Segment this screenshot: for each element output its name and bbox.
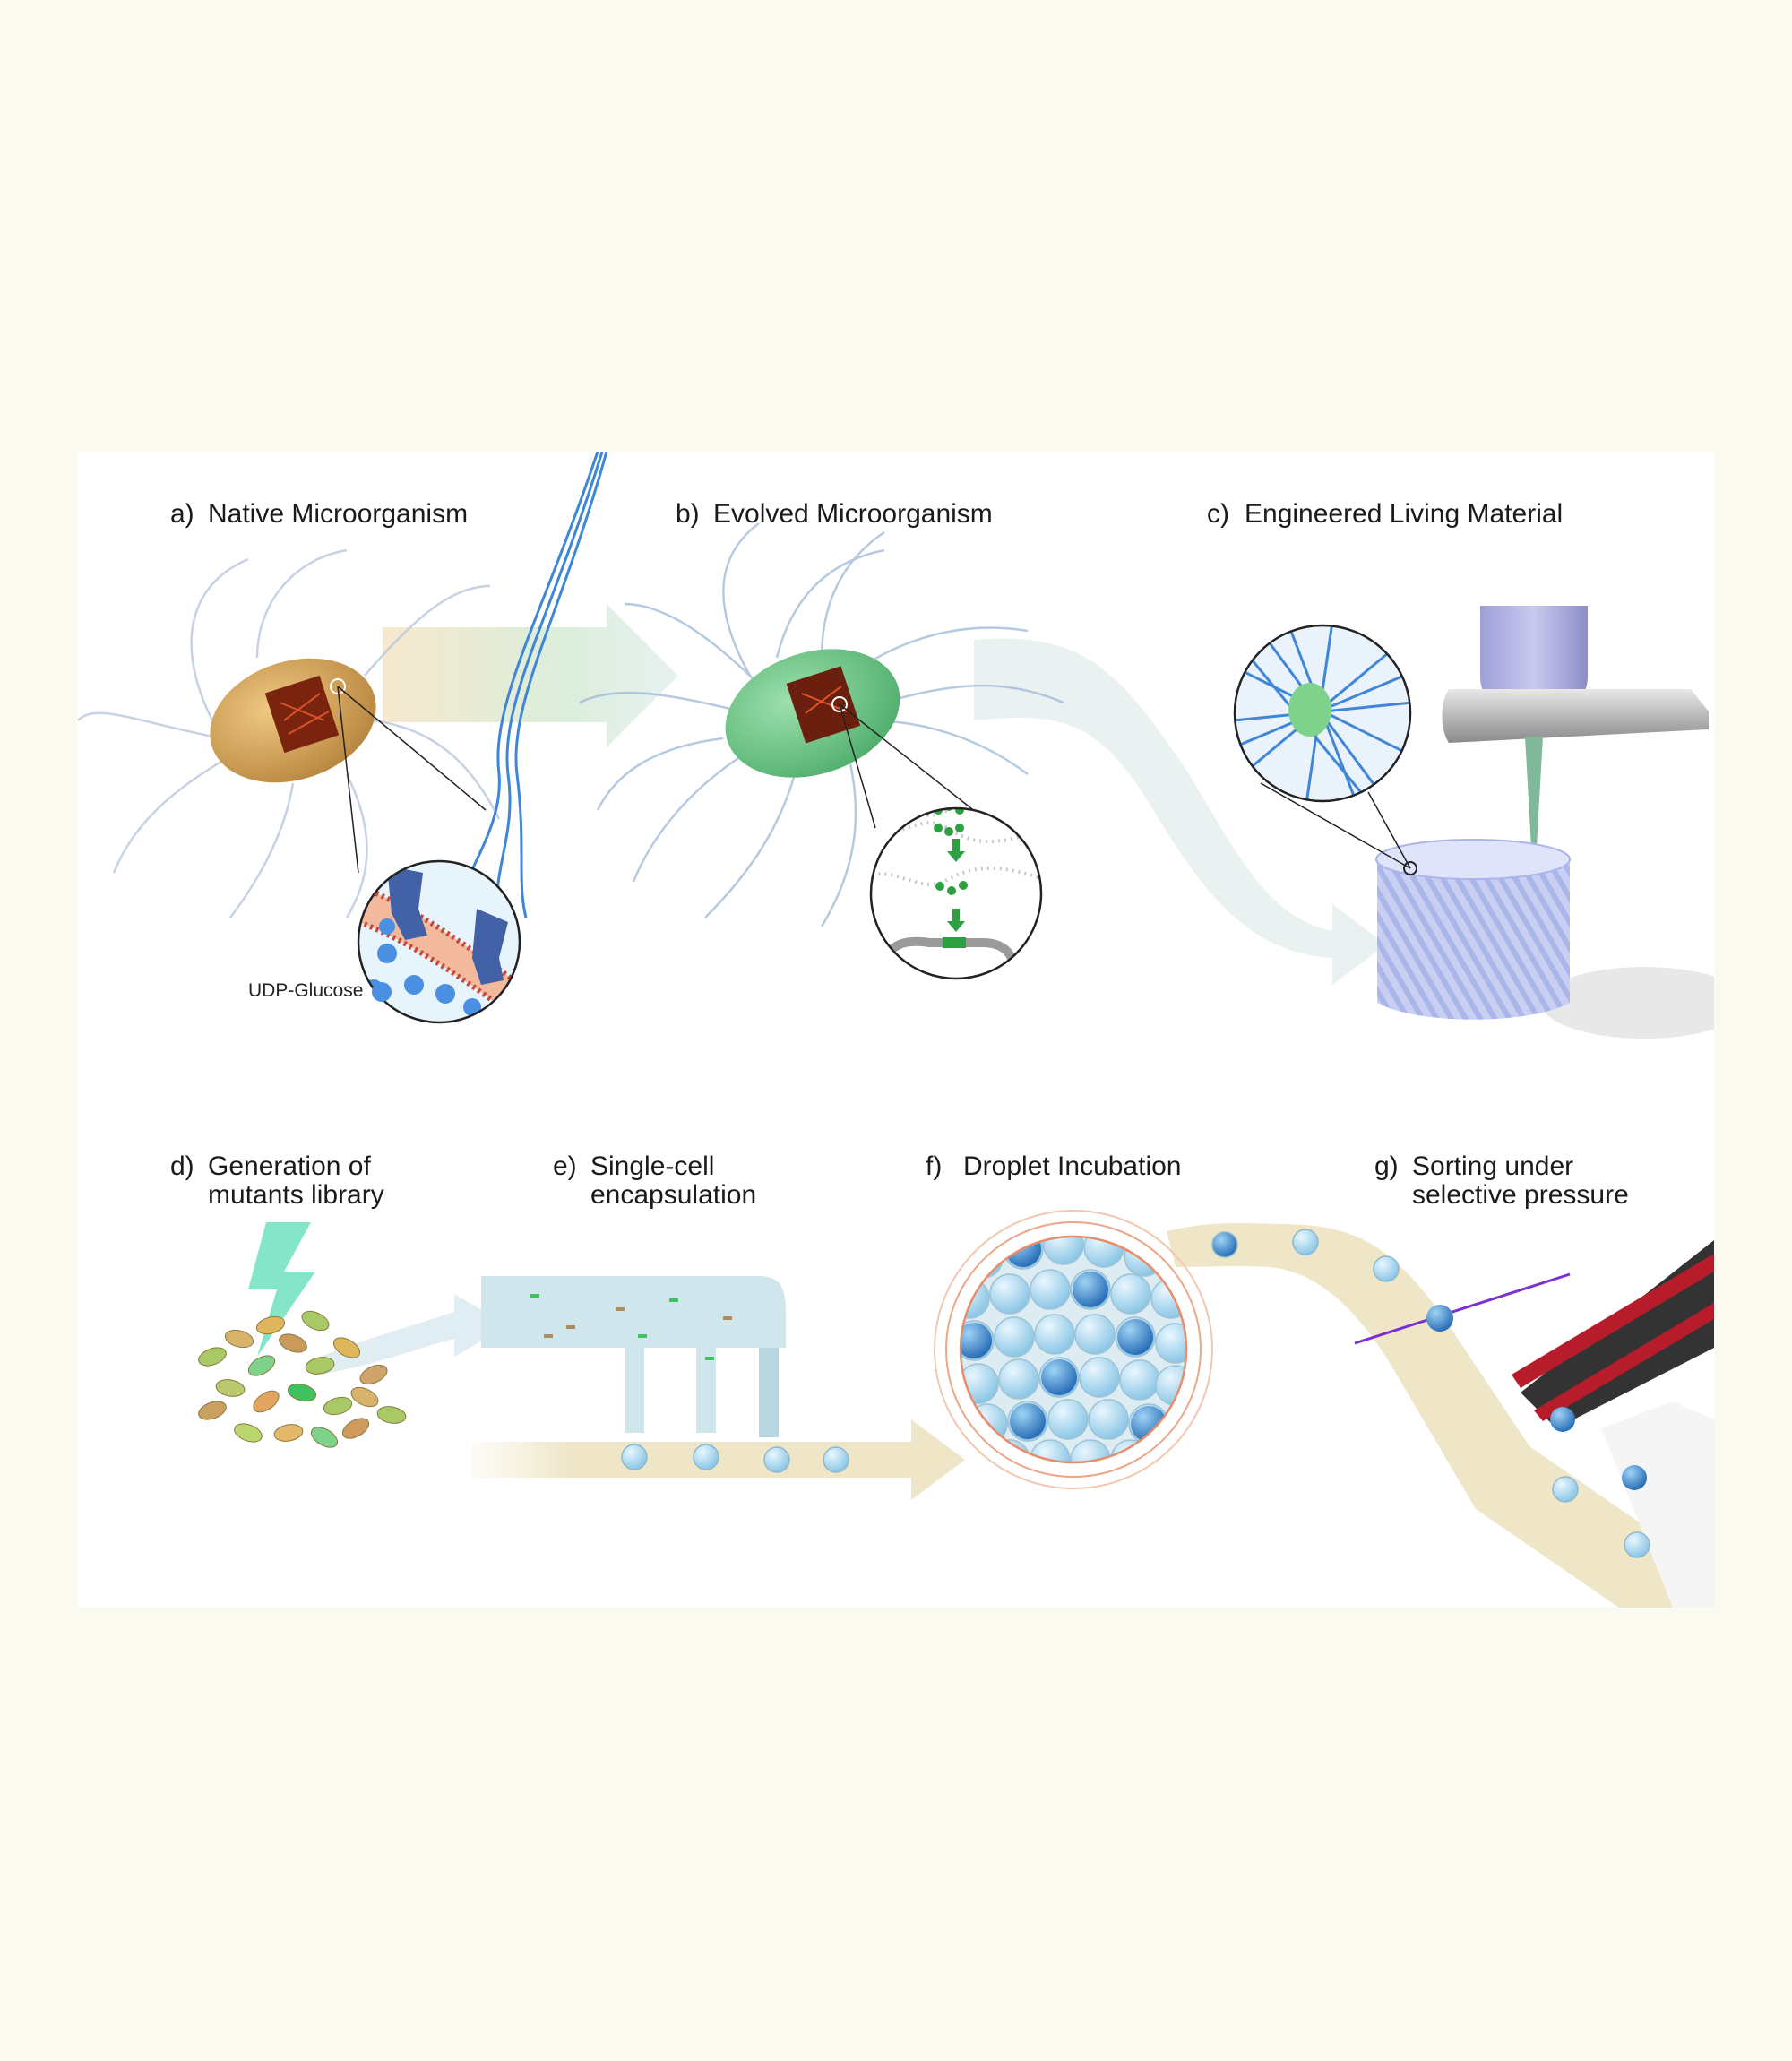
- native-flagella: [78, 548, 501, 918]
- panel-g-prefix: g): [1374, 1151, 1399, 1181]
- evolved-flagella: [579, 522, 1064, 927]
- native-cell: [210, 658, 376, 783]
- udp-glucose-label: UDP-Glucose: [248, 980, 364, 1001]
- panel-e-prefix: e): [553, 1151, 577, 1181]
- panel-d-title-line1: Generation of: [208, 1151, 371, 1181]
- panel-f-prefix: f): [926, 1151, 943, 1181]
- top-flow-arrow: [383, 604, 1386, 985]
- panel-c-label: c) Engineered Living Material: [1207, 500, 1563, 529]
- panel-a-label: a) Native Microorganism: [170, 500, 468, 529]
- encapsulation-chip: [481, 1276, 849, 1473]
- fiber-network-zoom-icon: [1233, 624, 1412, 869]
- printer-nozzle: [1442, 606, 1709, 848]
- panel-c-prefix: c): [1207, 499, 1229, 529]
- printed-scaffold: [1375, 839, 1714, 1039]
- panel-g-label: g) Sorting under selective pressure: [1374, 1152, 1629, 1210]
- panel-d-prefix: d): [170, 1151, 194, 1181]
- panel-f-label: f) Droplet Incubation: [926, 1152, 1182, 1181]
- cellulose-fibers: [452, 452, 608, 918]
- sorting-chip: [1211, 1229, 1714, 1558]
- panel-f-title: Droplet Incubation: [963, 1151, 1182, 1181]
- panel-b-title: Evolved Microorganism: [713, 499, 993, 529]
- mutant-library: [198, 1222, 407, 1448]
- illustration: [78, 452, 1714, 1608]
- panel-a-title: Native Microorganism: [208, 499, 469, 529]
- panel-e-title-line2: encapsulation: [590, 1180, 757, 1210]
- panel-b-label: b) Evolved Microorganism: [676, 500, 993, 529]
- panel-a-prefix: a): [170, 499, 194, 529]
- panel-g-title-line1: Sorting under: [1412, 1151, 1574, 1181]
- panel-b-prefix: b): [676, 499, 700, 529]
- panel-e-label: e) Single-cell encapsulation: [553, 1152, 756, 1210]
- panel-e-title-line1: Single-cell: [590, 1151, 715, 1181]
- figure-panel: a) Native Microorganism b) Evolved Microor…: [78, 452, 1714, 1608]
- panel-d-title-line2: mutants library: [208, 1180, 384, 1210]
- panel-c-title: Engineered Living Material: [1245, 499, 1564, 529]
- panel-d-label: d) Generation of mutants library: [170, 1152, 384, 1210]
- droplet-incubation-zoom: [934, 1210, 1213, 1489]
- panel-g-title-line2: selective pressure: [1412, 1180, 1629, 1210]
- evolved-cell: [725, 649, 900, 778]
